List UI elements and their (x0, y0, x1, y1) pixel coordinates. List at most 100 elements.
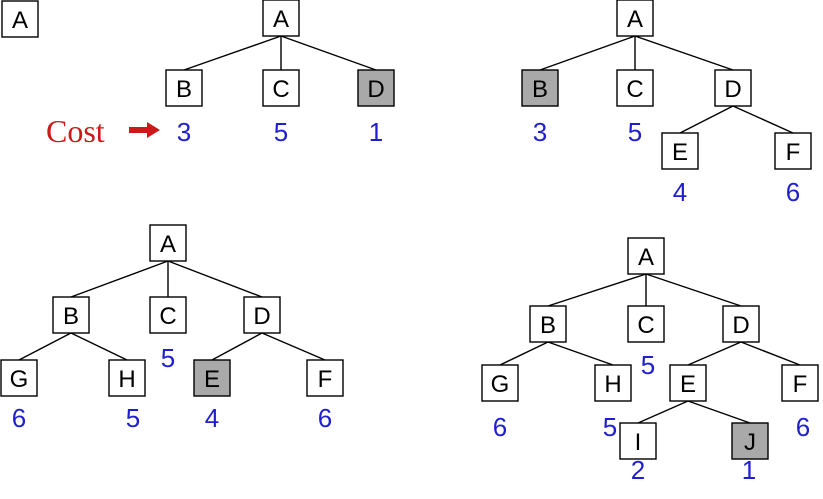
node-label: G (491, 371, 510, 398)
node-label: B (532, 76, 548, 103)
edge-A-B (70, 260, 169, 298)
tree-node-d: D (714, 69, 752, 107)
node-label: F (793, 371, 808, 398)
tree-node-c: C (149, 296, 187, 334)
cost-value-c: 5 (161, 343, 175, 373)
node-label: H (118, 366, 135, 393)
tree-node-c: C (616, 69, 654, 107)
node-box (627, 305, 665, 343)
edge-A-D (645, 273, 742, 307)
edge-D-F (261, 332, 326, 361)
tree-node-a: A (616, 0, 654, 37)
node-box (722, 305, 760, 343)
node-box (262, 0, 300, 37)
node-label: G (10, 366, 29, 393)
cost-value-i: 2 (631, 455, 645, 485)
node-box (306, 359, 344, 397)
edge-A-B (547, 273, 647, 307)
tree-node-f: F (774, 132, 812, 170)
node-label: B (176, 76, 192, 103)
node-label: D (367, 76, 384, 103)
right-arrow-icon (129, 122, 160, 138)
tree-node-b: B (521, 69, 559, 107)
node-box (262, 69, 300, 107)
node-label: A (160, 231, 176, 258)
tree-node-d: D (722, 305, 760, 343)
tree-node-e: E (669, 364, 707, 402)
node-box (714, 69, 752, 107)
node-box (521, 69, 559, 107)
node-box (619, 422, 657, 460)
node-label: A (273, 6, 289, 33)
node-box (616, 0, 654, 37)
edge-A-B (183, 35, 282, 71)
tree-node-f: F (781, 364, 819, 402)
node-label: C (637, 312, 654, 339)
node-box (193, 359, 231, 397)
node-box (594, 364, 632, 402)
edge-D-E (211, 332, 263, 361)
node-label: A (627, 6, 643, 33)
node-box (627, 237, 665, 275)
tree-node-i: I (619, 422, 657, 460)
node-label: E (680, 371, 696, 398)
tree-node-f: F (306, 359, 344, 397)
node-box (529, 305, 567, 343)
node-label: F (318, 366, 333, 393)
node-box (149, 296, 187, 334)
cost-value-f: 6 (318, 403, 332, 433)
tree-node-a: A (1, 0, 39, 38)
tree-node-h: H (594, 364, 632, 402)
cost-value-b: 3 (533, 117, 547, 147)
edge-D-F (732, 105, 794, 134)
node-label: E (204, 366, 220, 393)
node-box (149, 224, 187, 262)
cost-value-e: 4 (205, 403, 219, 433)
node-box (669, 364, 707, 402)
node-label: H (604, 371, 621, 398)
node-box (357, 69, 395, 107)
cost-value-e: 4 (673, 177, 687, 207)
cost-caption-group: Cost (46, 113, 160, 149)
node-label: B (63, 303, 79, 330)
node-box (781, 364, 819, 402)
cost-value-j: 1 (742, 455, 756, 485)
cost-value-c: 5 (274, 117, 288, 147)
edge-D-E (679, 105, 734, 134)
node-box (243, 296, 281, 334)
cost-caption: Cost (46, 113, 105, 149)
tree-node-d: D (357, 69, 395, 107)
tree-node-g: G (0, 359, 38, 397)
edge-A-B (539, 35, 636, 71)
node-label: D (724, 76, 741, 103)
node-label: D (732, 312, 749, 339)
tree-node-b: B (529, 305, 567, 343)
tree-node-h: H (108, 359, 146, 397)
cost-value-b: 3 (177, 117, 191, 147)
edge-B-H (547, 341, 614, 366)
tree-node-c: C (262, 69, 300, 107)
node-label: D (253, 303, 270, 330)
edge-A-D (280, 35, 377, 71)
node-label: C (626, 76, 643, 103)
cost-value-h: 5 (126, 403, 140, 433)
node-label: C (159, 303, 176, 330)
tree-node-e: E (661, 132, 699, 170)
edge-B-G (18, 332, 72, 361)
node-box (481, 364, 519, 402)
node-label: F (786, 139, 801, 166)
tree-node-g: G (481, 364, 519, 402)
node-label: J (744, 429, 756, 456)
tree-step-1: A (1, 0, 39, 38)
node-label: I (635, 429, 642, 456)
edge-E-J (687, 400, 751, 424)
tree-node-a: A (262, 0, 300, 37)
tree-node-a: A (149, 224, 187, 262)
edge-D-E (687, 341, 742, 366)
edge-A-D (167, 260, 263, 298)
node-label: E (672, 139, 688, 166)
cost-value-h: 5 (603, 412, 617, 442)
